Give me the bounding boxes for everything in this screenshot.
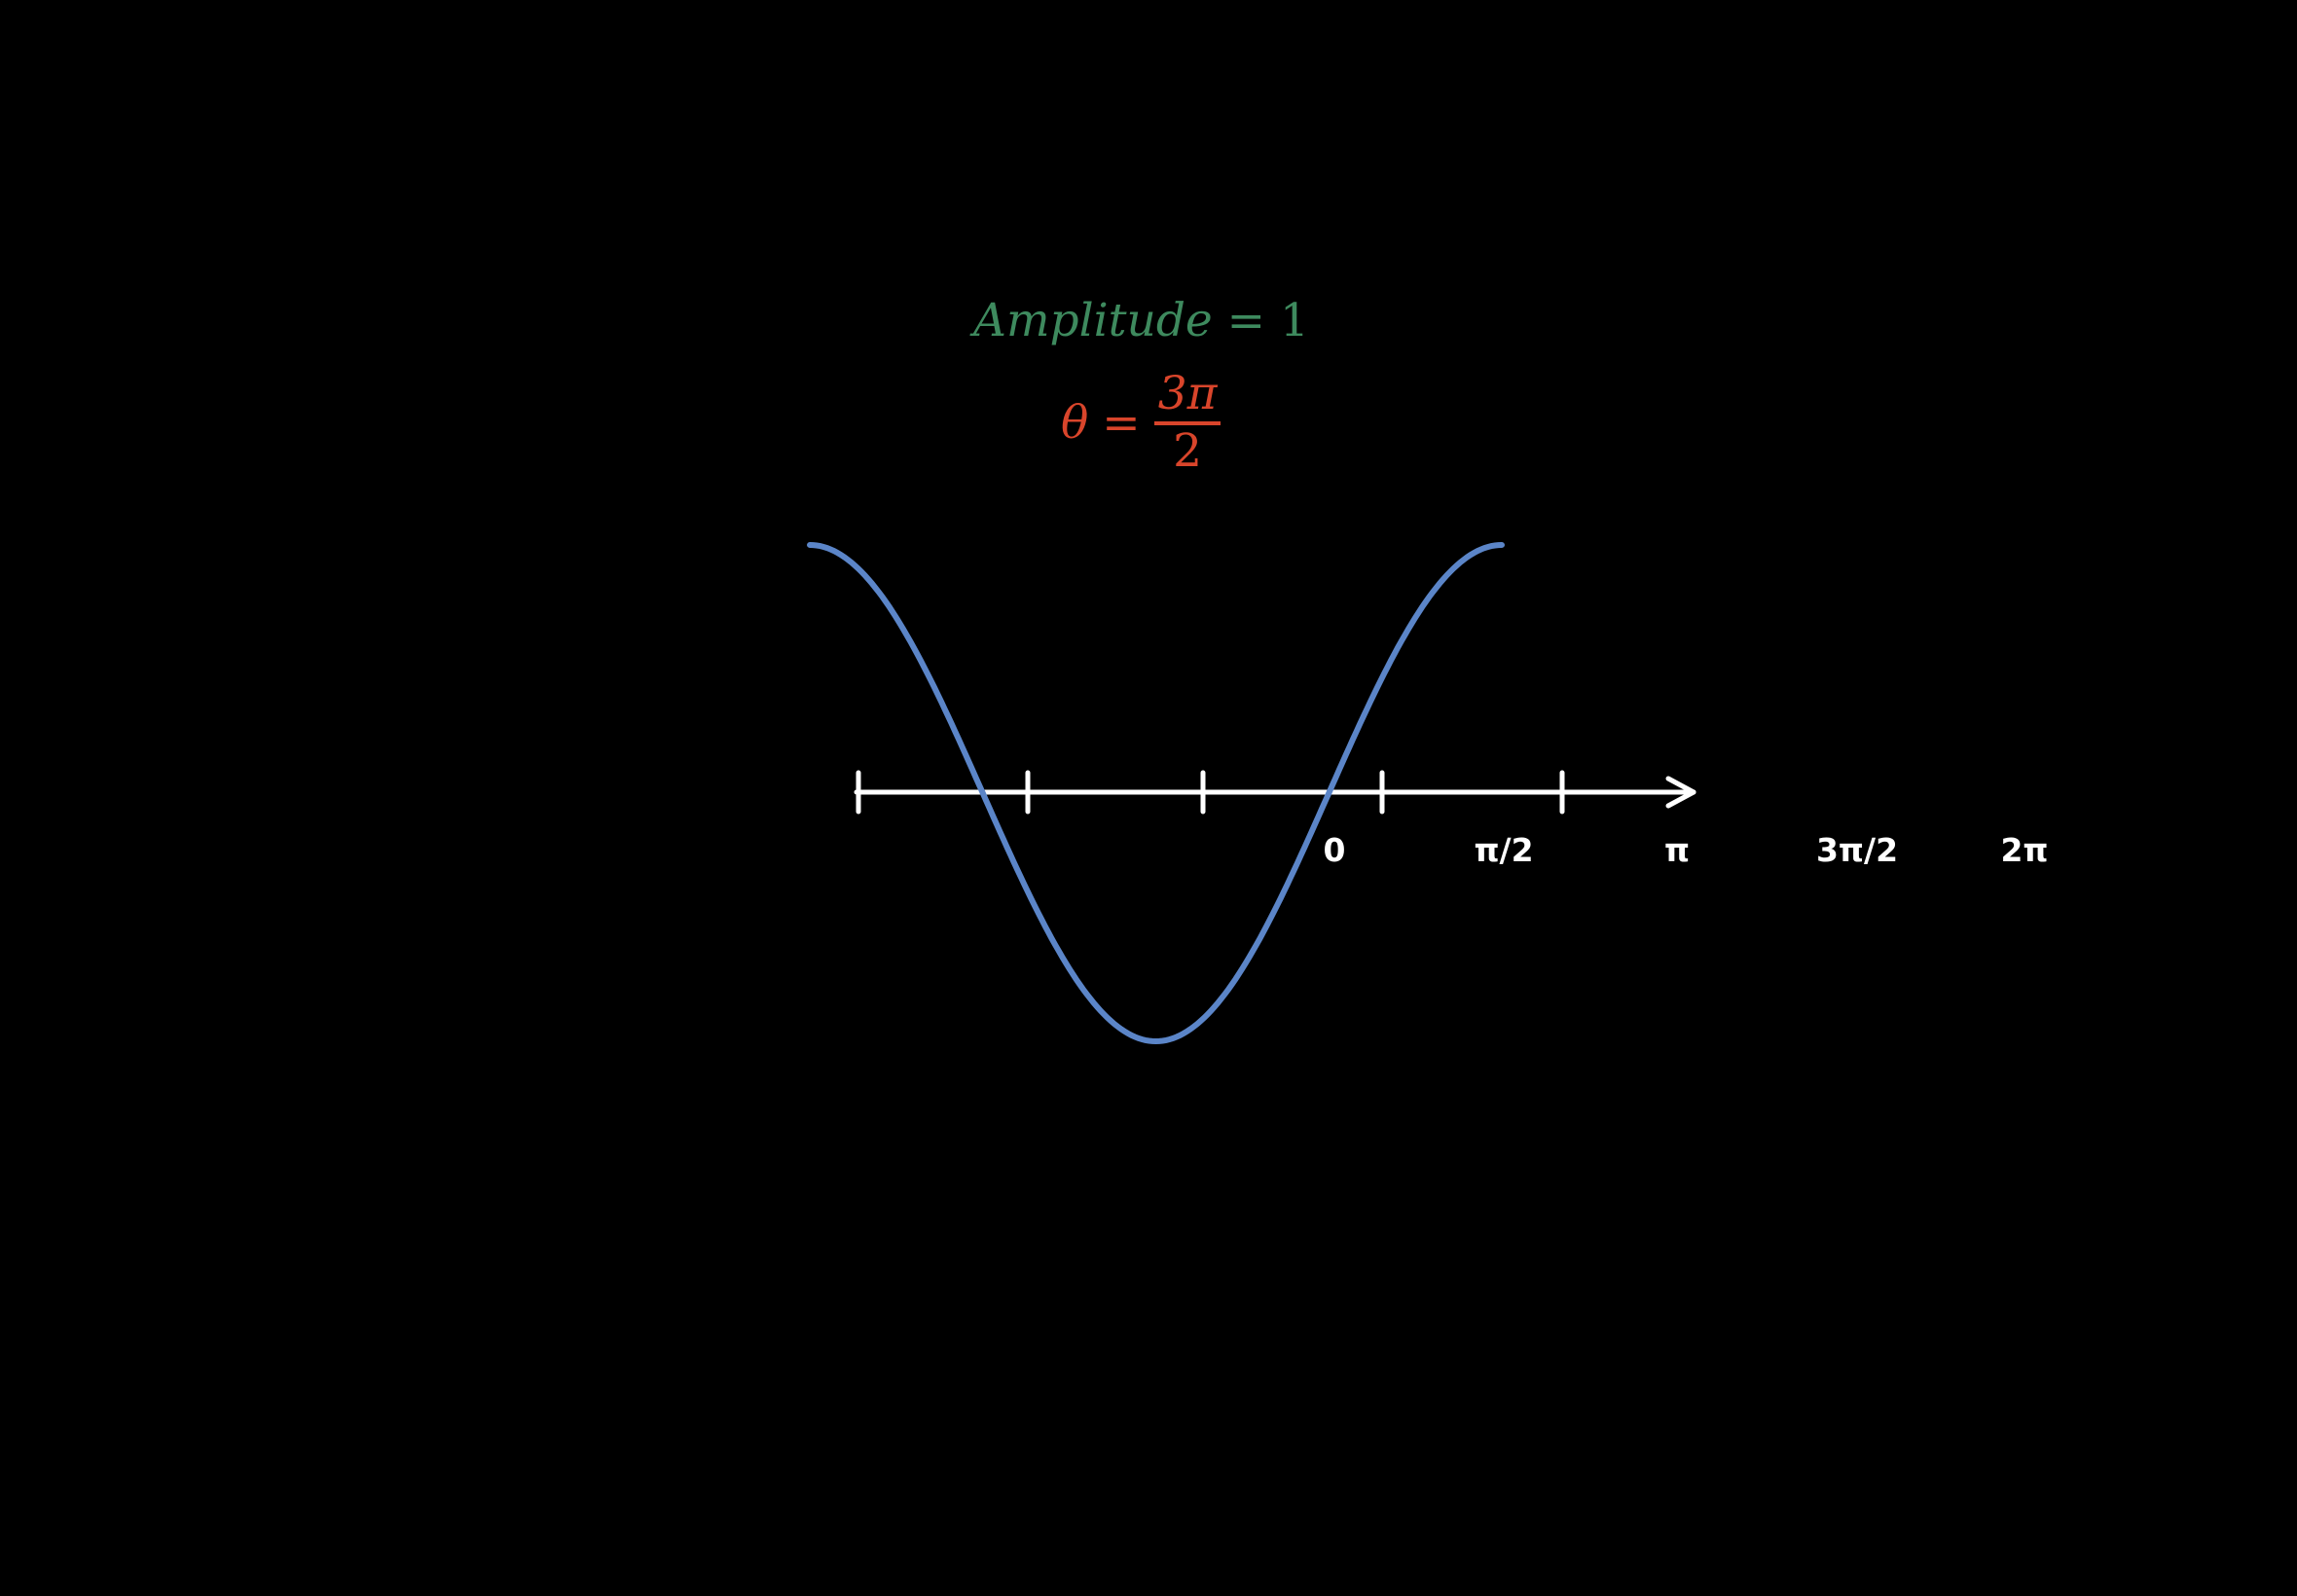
- cosine-curve: [807, 542, 1505, 1045]
- amplitude-word: Amplitude: [973, 294, 1213, 347]
- amplitude-value: 1: [1280, 294, 1309, 347]
- tick-label-5: 2π: [2000, 831, 2048, 869]
- theta-denominator: 2: [1173, 424, 1203, 479]
- tick-label-3: π: [1664, 831, 1690, 869]
- theta-equals: =: [1102, 395, 1141, 450]
- axis-arrowhead-lower: [1665, 789, 1696, 809]
- tick-label-2: π/2: [1474, 831, 1533, 869]
- theta-numerator: 3π: [1153, 370, 1221, 426]
- theta-fraction: 3π 2: [1153, 370, 1221, 479]
- x-axis-tick-labels: 0 π/2 π 3π/2 2π: [1324, 831, 2049, 869]
- axis-arrowhead-upper: [1665, 776, 1696, 795]
- x-axis: [854, 770, 1696, 815]
- theta-annotation: θ = 3π 2: [1061, 370, 1221, 476]
- amplitude-annotation: Amplitude = 1: [973, 294, 1309, 347]
- tick-label-1: 0: [1324, 831, 1346, 869]
- amplitude-equals: =: [1226, 294, 1266, 347]
- tick-label-4: 3π/2: [1816, 831, 1898, 869]
- theta-symbol: θ: [1061, 395, 1089, 450]
